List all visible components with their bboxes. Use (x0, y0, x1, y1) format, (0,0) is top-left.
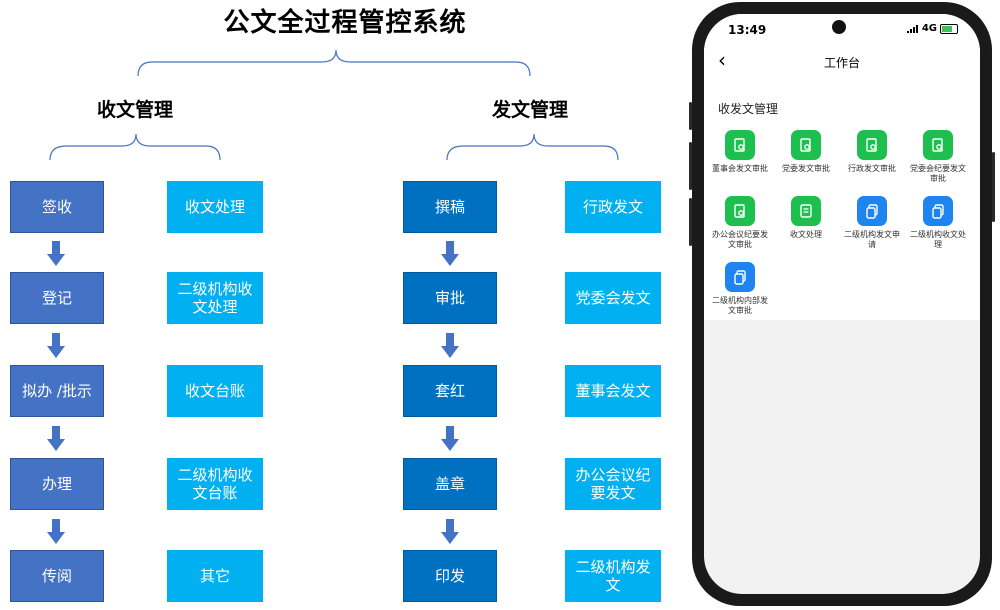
side-button (689, 198, 692, 246)
status-time: 13:49 (728, 23, 767, 37)
send-heading: 发文管理 (491, 99, 568, 121)
receive-step-instruct: 拟办 /批示 (10, 365, 104, 417)
battery-icon (940, 23, 958, 34)
front-camera (832, 20, 846, 34)
app-tile[interactable]: 党委会纪要发文审批 (908, 130, 968, 184)
app-label: 二级机构收文处理 (910, 230, 966, 249)
copy-icon (725, 262, 755, 292)
receive-step-register: 登记 (10, 272, 104, 324)
receive-step-handle: 办理 (10, 458, 104, 510)
doc-search-icon (725, 130, 755, 160)
doc-search-icon (923, 130, 953, 160)
app-tile[interactable]: 收文处理 (776, 196, 836, 240)
receive-category-ledger: 收文台账 (167, 365, 263, 417)
down-arrow-icon (441, 519, 459, 545)
nav-bar: ‹ 工作台 (704, 44, 980, 78)
send-step-seal: 盖章 (403, 458, 497, 510)
side-button (689, 102, 692, 130)
signal-icon (906, 24, 918, 33)
top-brace (137, 49, 531, 77)
app-label: 党委会纪要发文审批 (910, 164, 966, 183)
phone-mockup: 13:49 4G ‹ 工作台 收发文管理 董事会发文审批 党委发文审批 行政发文审批… (689, 2, 995, 606)
phone-screen: 13:49 4G ‹ 工作台 收发文管理 董事会发文审批 党委发文审批 行政发文审批… (704, 14, 980, 594)
send-category-party: 党委会发文 (565, 272, 661, 324)
app-tile[interactable]: 二级机构发文申请 (842, 196, 902, 250)
copy-icon (923, 196, 953, 226)
receive-category-other: 其它 (167, 550, 263, 602)
app-label: 办公会议纪要发文审批 (712, 230, 768, 249)
app-tile[interactable]: 董事会发文审批 (710, 130, 770, 174)
down-arrow-icon (47, 241, 65, 267)
app-label: 收文处理 (790, 230, 822, 239)
app-label: 二级机构内部发文审批 (712, 296, 768, 315)
send-brace (446, 133, 619, 161)
app-tile[interactable]: 二级机构内部发文审批 (710, 262, 770, 316)
app-label: 行政发文审批 (848, 164, 896, 173)
doc-search-icon (791, 130, 821, 160)
down-arrow-icon (47, 333, 65, 359)
receive-heading: 收文管理 (96, 99, 173, 121)
status-icons: 4G (906, 23, 958, 34)
down-arrow-icon (441, 241, 459, 267)
section-title: 收发文管理 (718, 102, 779, 116)
power-button (992, 152, 995, 222)
doc-search-icon (725, 196, 755, 226)
send-category-board: 董事会发文 (565, 365, 661, 417)
back-icon[interactable]: ‹ (718, 48, 726, 72)
down-arrow-icon (47, 426, 65, 452)
down-arrow-icon (441, 426, 459, 452)
copy-icon (857, 196, 887, 226)
diagram-title: 公文全过程管控系统 (223, 8, 467, 38)
app-tile[interactable]: 办公会议纪要发文审批 (710, 196, 770, 250)
send-category-meeting-minutes: 办公会议纪要发文 (565, 458, 661, 510)
down-arrow-icon (441, 333, 459, 359)
app-tile[interactable]: 二级机构收文处理 (908, 196, 968, 250)
app-tile[interactable]: 行政发文审批 (842, 130, 902, 174)
receive-category-sub-org-processing: 二级机构收文处理 (167, 272, 263, 324)
receive-step-sign: 签收 (10, 181, 104, 233)
status-bar: 13:49 4G (704, 14, 980, 44)
network-type: 4G (921, 23, 937, 34)
receive-category-processing: 收文处理 (167, 181, 263, 233)
receive-step-circulate: 传阅 (10, 550, 104, 602)
nav-title: 工作台 (823, 56, 860, 70)
send-step-redhead: 套红 (403, 365, 497, 417)
send-category-admin: 行政发文 (565, 181, 661, 233)
app-label: 二级机构发文申请 (844, 230, 900, 249)
send-category-sub-org: 二级机构发文 (565, 550, 661, 602)
down-arrow-icon (47, 519, 65, 545)
send-step-approve: 审批 (403, 272, 497, 324)
app-label: 董事会发文审批 (712, 164, 768, 173)
send-step-draft: 撰稿 (403, 181, 497, 233)
doc-list-icon (791, 196, 821, 226)
doc-search-icon (857, 130, 887, 160)
app-tile[interactable]: 党委发文审批 (776, 130, 836, 174)
app-label: 党委发文审批 (782, 164, 830, 173)
send-step-issue: 印发 (403, 550, 497, 602)
side-button (689, 142, 692, 190)
receive-category-sub-org-ledger: 二级机构收文台账 (167, 458, 263, 510)
app-panel: 收发文管理 董事会发文审批 党委发文审批 行政发文审批 党委会纪要发文审批办公会议纪要… (704, 78, 980, 320)
hierarchy-braces (49, 49, 619, 161)
receive-brace (49, 133, 221, 161)
